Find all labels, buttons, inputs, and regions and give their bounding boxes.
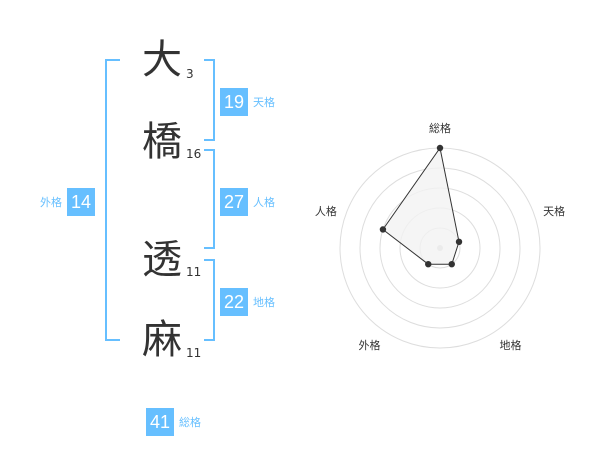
radar-area <box>382 146 460 265</box>
radar-point-0 <box>436 144 444 152</box>
radar-point-3 <box>425 260 432 268</box>
soukaku-label: 総格 <box>179 416 201 429</box>
stroke-count-2: 16 <box>186 147 202 161</box>
radar-polygon <box>382 146 460 265</box>
radar-axis-label-0: 総格 <box>429 121 451 135</box>
chikaku-value: 22 <box>220 288 248 316</box>
radar-points <box>379 144 463 268</box>
gaikaku-badge: 外格 14 <box>40 188 95 216</box>
gaikaku-bracket <box>105 59 120 341</box>
stroke-count-3: 11 <box>186 265 202 279</box>
chikaku-label: 地格 <box>253 296 275 309</box>
chikaku-badge: 22 地格 <box>220 288 275 316</box>
jinkaku-badge: 27 人格 <box>220 188 275 216</box>
gaikaku-label: 外格 <box>40 196 62 209</box>
jinkaku-label: 人格 <box>253 196 275 209</box>
tenkaku-label: 天格 <box>253 96 275 109</box>
radar-point-2 <box>448 260 455 268</box>
name-char-1: 大 <box>142 37 182 83</box>
jinkaku-value: 27 <box>220 188 248 216</box>
tenkaku-bracket <box>204 59 215 141</box>
name-char-4: 麻 <box>142 317 182 363</box>
radar-axis-label-2: 地格 <box>500 338 522 352</box>
radar-axis-label-1: 天格 <box>543 204 565 218</box>
radar-axis-label-3: 外格 <box>359 338 381 352</box>
name-char-2: 橋 <box>142 119 182 165</box>
radar-axis-label-4: 人格 <box>315 204 337 218</box>
soukaku-badge: 41 総格 <box>146 408 201 436</box>
tenkaku-badge: 19 天格 <box>220 88 275 116</box>
chikaku-bracket <box>204 259 215 341</box>
jinkaku-bracket <box>204 149 215 249</box>
stroke-count-4: 11 <box>186 346 202 360</box>
tenkaku-value: 19 <box>220 88 248 116</box>
radar-point-4 <box>379 226 387 233</box>
name-char-3: 透 <box>142 237 182 283</box>
radar-point-1 <box>455 238 463 246</box>
stroke-count-1: 3 <box>186 67 194 81</box>
soukaku-value: 41 <box>146 408 174 436</box>
gaikaku-value: 14 <box>67 188 95 216</box>
